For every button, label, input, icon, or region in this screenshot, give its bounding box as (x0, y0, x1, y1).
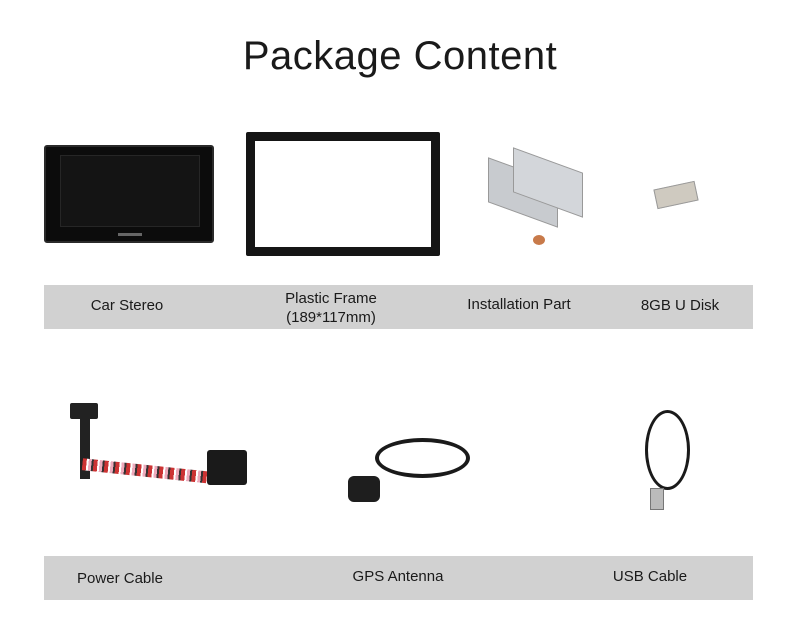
label-installation-part: Installation Part (467, 296, 571, 313)
label-car-stereo: Car Stereo (90, 297, 164, 314)
label-bar-row1 (44, 285, 753, 329)
usb-cable-image (635, 410, 705, 520)
label-power-cable: Power Cable (77, 570, 163, 587)
power-cable-image (62, 395, 262, 515)
label-plastic-frame-size: (189*117mm) (286, 309, 376, 326)
label-bar-row2 (44, 556, 753, 600)
label-usb-disk: 8GB U Disk (640, 297, 720, 314)
label-gps-antenna: GPS Antenna (352, 568, 444, 585)
car-stereo-image (44, 145, 214, 243)
label-plastic-frame: Plastic Frame (285, 290, 377, 307)
installation-part-image (478, 147, 588, 245)
plastic-frame-image (246, 132, 440, 256)
usb-disk-image: ​ (620, 180, 765, 240)
label-usb-cable: USB Cable (612, 568, 688, 585)
gps-antenna-image (345, 438, 475, 513)
page-title: Package Content (242, 34, 558, 78)
